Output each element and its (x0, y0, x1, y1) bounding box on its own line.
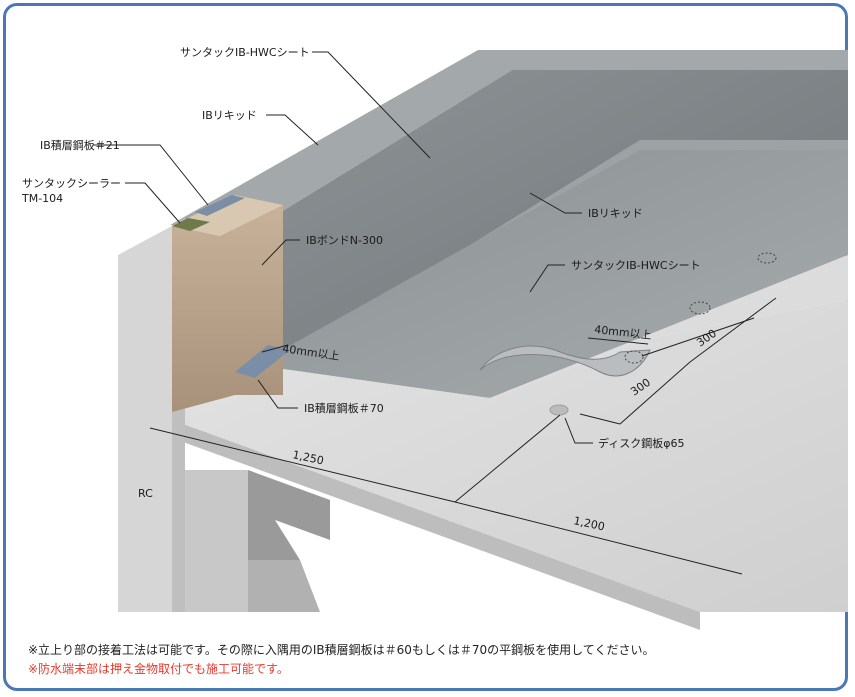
label-rc: RC (138, 487, 153, 500)
slab-front-face (150, 412, 700, 630)
rc-beam-2 (248, 560, 320, 612)
dim-overlap-right: 40mm以上 (594, 323, 652, 342)
sealer-strip (172, 218, 210, 231)
label-sealer-2: TM-104 (21, 192, 63, 205)
steel-plate-70 (235, 345, 290, 378)
liquid-ridge (300, 140, 848, 355)
sheet-curl (479, 345, 651, 377)
disk-dashed-3 (757, 252, 777, 264)
label-sheet-mid: サンタックIB-HWCシート (571, 259, 701, 272)
label-steel-21: IB積層鋼板＃21 (40, 138, 120, 152)
label-sealer-1: サンタックシーラー (22, 177, 121, 190)
rc-column (118, 226, 172, 612)
leader-lines (93, 51, 593, 444)
label-steel-70: IB積層鋼板＃70 (304, 401, 384, 415)
label-liquid-top: IBリキッド (202, 109, 257, 122)
note-line-2: ※防水端末部は押え金物取付でも施工可能です。 (28, 662, 289, 676)
label-liquid-mid: IBリキッド (588, 207, 643, 220)
rc-beam (185, 470, 248, 612)
disk-plate (549, 404, 569, 416)
concrete-slab-top (150, 300, 848, 612)
label-bond: IBボンドN-300 (306, 234, 383, 247)
label-sheet-top: サンタックIB-HWCシート (180, 46, 310, 59)
dim-1250: 1,250 (291, 448, 325, 467)
dim-1200: 1,200 (572, 514, 606, 533)
waterproof-sheet (255, 150, 848, 398)
disk-dashed-2 (689, 301, 711, 315)
label-disk: ディスク鋼板φ65 (598, 436, 684, 450)
dimension-lines (149, 297, 777, 575)
rc-beam-shadow (248, 470, 330, 560)
note-line-1: ※立上り部の接着工法は可能です。その際に入隅用のIB積層鋼板は＃60もしくは＃7… (28, 643, 655, 657)
steel-plate-21 (195, 195, 245, 216)
disk-dashed-1 (624, 350, 644, 364)
